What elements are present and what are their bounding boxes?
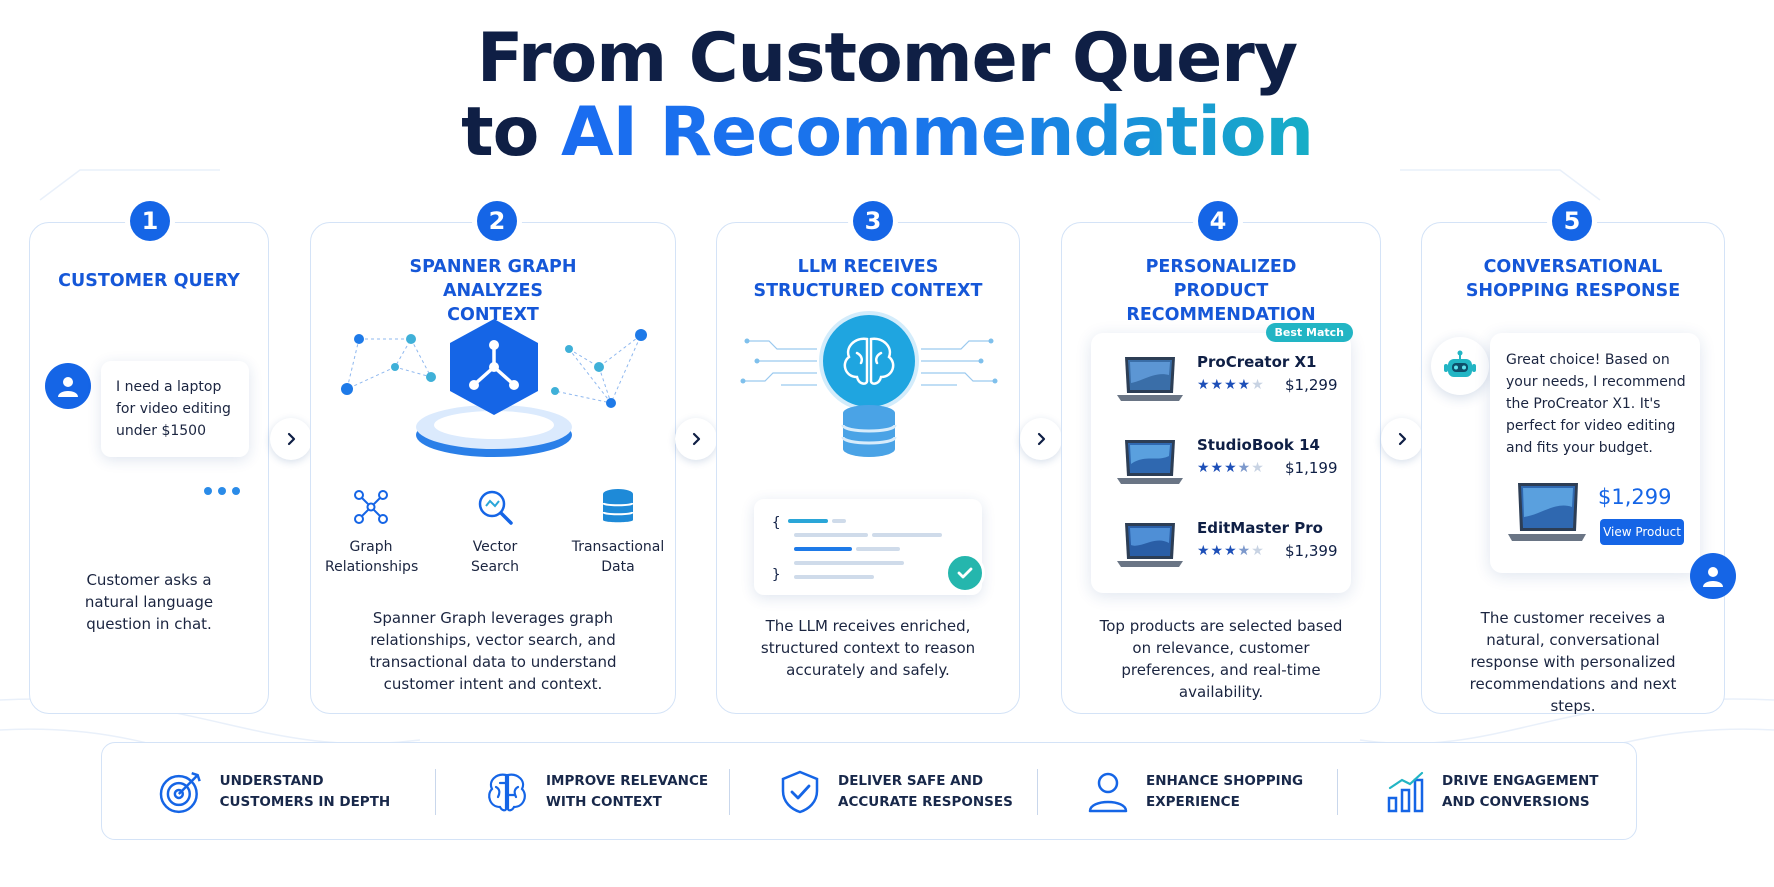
view-product-button[interactable]: View Product — [1600, 519, 1684, 545]
benefit-label: DRIVE ENGAGEMENT AND CONVERSIONS — [1442, 773, 1599, 810]
product-price: $1,199 — [1285, 459, 1338, 477]
step-description: Customer asks a natural language questio… — [84, 571, 214, 633]
step-description: The customer receives a natural, convers… — [1469, 609, 1677, 715]
user-icon — [1690, 553, 1736, 599]
benefit-label: UNDERSTAND CUSTOMERS IN DEPTH — [219, 773, 391, 810]
step-description: Spanner Graph leverages graph relationsh… — [369, 609, 617, 693]
step-card-conversational-response: 5 CONVERSATIONAL SHOPPING RESPONSE Great… — [1421, 201, 1736, 715]
assistant-chat-bubble: Great choice! Based on your needs, I rec… — [1490, 333, 1700, 573]
brain-icon — [843, 337, 895, 385]
step-card-spanner-graph: 2 SPANNER GRAPH ANALYZES CONTEXT Graph R… — [310, 201, 676, 714]
bar-chart-icon — [1387, 771, 1424, 813]
step-title: SPANNER GRAPH ANALYZES CONTEXT — [409, 257, 577, 325]
robot-icon — [1431, 337, 1489, 395]
database-icon — [602, 489, 634, 523]
graph-network-illustration — [341, 319, 647, 457]
product-name: ProCreator X1 — [1197, 353, 1317, 371]
benefit-safe-responses: DELIVER SAFE AND ACCURATE RESPONSES — [778, 743, 1028, 841]
divider — [1337, 769, 1338, 815]
benefit-drive-engagement: DRIVE ENGAGEMENT AND CONVERSIONS — [1386, 743, 1626, 841]
step-description: The LLM receives enriched, structured co… — [760, 617, 976, 679]
product-list: Best Match ProCreator X1 ★★★★★ $1,299 St… — [1091, 323, 1353, 593]
step-title: CONVERSATIONAL SHOPPING RESPONSE — [1465, 257, 1681, 301]
flow-arrow-icon — [270, 418, 312, 460]
chat-message-text: I need a laptop for video editing under … — [116, 379, 231, 439]
benefit-improve-relevance: IMPROVE RELEVANCE WITH CONTEXT — [484, 743, 724, 841]
step-description: Top products are selected based on relev… — [1099, 617, 1343, 701]
typing-dots-icon — [204, 487, 240, 495]
customer-chat-bubble: I need a laptop for video editing under … — [101, 361, 249, 457]
flow-arrow-icon — [675, 418, 717, 460]
product-price: $1,299 — [1285, 376, 1338, 394]
laptop-icon — [1117, 523, 1183, 567]
divider — [435, 769, 436, 815]
benefit-understand-customers: UNDERSTAND CUSTOMERS IN DEPTH — [158, 743, 408, 841]
step-number-badge: 1 — [130, 201, 170, 241]
svg-text:{: { — [772, 515, 780, 531]
laptop-icon — [1508, 483, 1586, 541]
benefit-label: IMPROVE RELEVANCE WITH CONTEXT — [546, 773, 709, 810]
product-row[interactable]: StudioBook 14 ★★★★★ $1,199 — [1091, 426, 1351, 496]
brain-icon — [488, 773, 526, 812]
step-card-product-recommendation: 4 PERSONALIZED PRODUCT RECOMMENDATION Be… — [1061, 201, 1381, 714]
checkmark-icon — [945, 553, 985, 593]
vector-search-icon — [478, 490, 513, 525]
benefit-label: ENHANCE SHOPPING EXPERIENCE — [1146, 773, 1304, 810]
sub-item-transactional-data: Transactional Data — [563, 487, 673, 577]
structured-context-panel: { } — [754, 499, 982, 595]
step-number-badge: 2 — [477, 201, 517, 241]
sub-item-label: Transactional Data — [571, 539, 665, 575]
title-line-2-highlight: AI Recommendation — [561, 93, 1314, 172]
divider — [1037, 769, 1038, 815]
page-title: From Customer Query to AI Recommendation — [0, 22, 1774, 170]
assistant-response-text: Great choice! Based on your needs, I rec… — [1506, 352, 1686, 456]
benefit-label: DELIVER SAFE AND ACCURATE RESPONSES — [838, 773, 1013, 810]
step-number-badge: 3 — [853, 201, 893, 241]
step-card-llm-context: 3 LLM RECEIVES STRUCTURED CONTEXT { } — [716, 201, 1020, 714]
target-icon — [159, 771, 201, 814]
step-number-badge: 5 — [1552, 201, 1592, 241]
best-match-badge: Best Match — [1265, 323, 1353, 342]
sub-item-graph-relationships: Graph Relationships — [321, 487, 421, 577]
shield-check-icon — [781, 770, 819, 814]
step-number-badge: 4 — [1198, 201, 1238, 241]
product-name: EditMaster Pro — [1197, 519, 1323, 537]
product-price: $1,399 — [1285, 542, 1338, 560]
rating-stars: ★★★★★ — [1197, 543, 1265, 559]
divider — [729, 769, 730, 815]
sub-item-vector-search: Vector Search — [445, 487, 545, 577]
product-row[interactable]: EditMaster Pro ★★★★★ $1,399 — [1091, 509, 1351, 579]
sub-item-label: Graph Relationships — [325, 539, 419, 575]
laptop-icon — [1117, 357, 1183, 401]
title-line-2-prefix: to — [461, 93, 539, 172]
recommended-price: $1,299 — [1598, 485, 1672, 509]
product-name: StudioBook 14 — [1197, 436, 1320, 454]
flow-arrow-icon — [1020, 418, 1062, 460]
person-icon — [1088, 772, 1128, 813]
step-title: PERSONALIZED PRODUCT RECOMMENDATION — [1126, 257, 1316, 325]
graph-nodes-icon — [354, 490, 388, 524]
step-card-customer-query: 1 CUSTOMER QUERY I need a laptop for vid… — [29, 201, 269, 714]
sub-item-label: Vector Search — [470, 539, 520, 575]
title-line-1: From Customer Query — [476, 19, 1298, 98]
rating-stars: ★★★★★ — [1197, 460, 1265, 476]
benefits-bar: UNDERSTAND CUSTOMERS IN DEPTH IMPROVE RE… — [101, 742, 1637, 840]
rating-stars: ★★★★★ — [1197, 377, 1265, 393]
user-icon — [45, 363, 91, 409]
benefit-shopping-experience: ENHANCE SHOPPING EXPERIENCE — [1086, 743, 1336, 841]
svg-text:}: } — [772, 567, 780, 583]
flow-arrow-icon — [1381, 418, 1423, 460]
step-title: CUSTOMER QUERY — [58, 271, 240, 291]
llm-illustration — [740, 311, 998, 457]
step-title: LLM RECEIVES STRUCTURED CONTEXT — [753, 257, 983, 301]
laptop-icon — [1117, 440, 1183, 484]
product-row[interactable]: ProCreator X1 ★★★★★ $1,299 — [1091, 343, 1351, 413]
